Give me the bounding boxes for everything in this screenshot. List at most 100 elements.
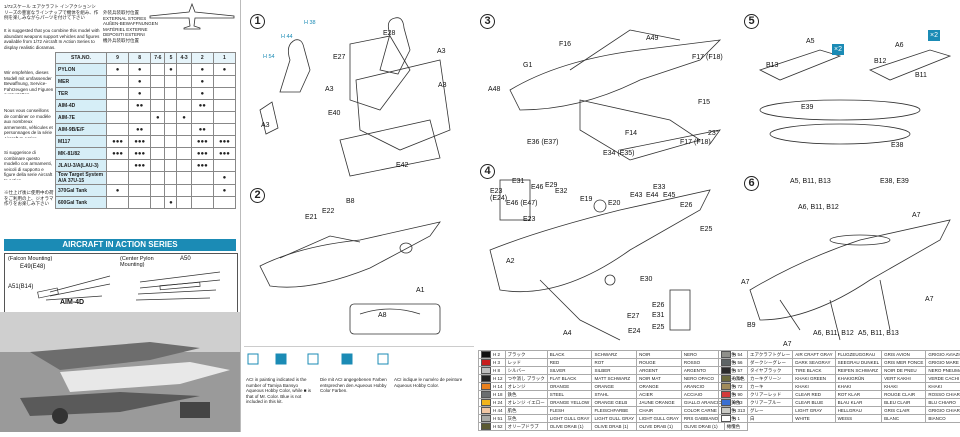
store-cell [165,136,177,148]
paint-code: H 90 [719,391,748,399]
store-cell [191,112,213,124]
paint-jp: グレー [748,407,793,415]
store-cell: ●●● [213,148,235,160]
store-cell [151,88,165,100]
paint-swatch [721,367,731,374]
x2-badge: ×2 [832,44,844,55]
paint-fr: GRIS MER FONCE [882,359,926,367]
paint-it: GRIGIO MARE SCURO [926,359,960,367]
paint-de: WEISS [835,415,882,423]
part-a2: A2 [506,258,515,265]
paint-fr: NOIR [637,351,682,359]
paint-fr: NOIR MAT [637,375,682,383]
note-de: Die mit ACI angegebenen Farben entsprech… [320,377,390,427]
store-cell [151,197,165,209]
paint-code-text: H 51 [493,416,503,421]
part-f17-detail: F17 (F18) [680,139,711,146]
paint-en: TIRE BLACK [793,367,835,375]
store-cell [177,88,191,100]
store-cell: ● [213,185,235,197]
paint-jp: カーキ [748,383,793,391]
stores-table: STA.NO. 9 8 7-6 5 4-3 2 1 PYLON●●●●●MER●… [55,52,236,209]
paint-en: KHAKI GREEN [793,375,835,383]
paint-code: H 8 [479,367,506,375]
paint-fr: NOIR DE PNEU [882,367,926,375]
paint-swatch [721,391,731,398]
sta-column: 2 [191,53,213,64]
store-cell [165,185,177,197]
store-cell [213,160,235,172]
store-cell: ● [129,88,151,100]
paint-code: H 18 [479,391,506,399]
paint-code: H 93 [719,399,748,407]
store-cell [191,197,213,209]
note-fr: ACI indique le numéro de peinture Aqueou… [394,377,464,427]
paint-jp: エアクラフトグレー [748,351,793,359]
part-a6: A6 [895,42,904,49]
stores-table-row: Tow Target System A/A 37U-15● [56,172,236,185]
store-cell [151,124,165,136]
paint-fr: VERT KAKHI [882,375,926,383]
store-cell [129,185,151,197]
paint-en: SILVER [547,367,592,375]
part-b11: B11 [915,72,927,79]
paint-de: SEEGRAU DUNKEL [835,359,882,367]
paint-de: REIFEN SCHWARZ [835,367,882,375]
stores-table-row: M117●●●●●●●●●●●● [56,136,236,148]
paint-code-text: H 24 [493,400,503,405]
paint-en: CLEAR BLUE [793,399,835,407]
part-a5-b11-b13: A5, B11, B13 [790,178,831,185]
store-cell: ● [129,76,151,88]
intro-en: It is suggested that you combine this mo… [4,28,100,50]
part-a3-left: A3 [261,122,270,129]
paint-code-text: H 2 [493,352,500,357]
paint-code-text: H 1 [733,416,740,421]
paint-en: BLACK [547,351,592,359]
paint-code-text: H 44 [493,408,503,413]
part-e28: E28 [383,30,395,37]
note-en: ACI in painting indicated is the number … [246,377,316,427]
paint-it: GRIGIO AVIAZIONE [926,351,960,359]
paint-jp: シルバー [505,367,547,375]
store-name: M117 [56,136,107,148]
store-cell: ●●● [129,136,151,148]
part-e36: E36 (E37) [527,139,559,146]
store-cell: ● [177,112,191,124]
store-cell [151,76,165,88]
paint-jp: ブラック [505,351,547,359]
part-e44: E44 [646,192,658,199]
intro-jp2: ※仕上げ後に使用中の荷をご利用の上、ジオラマ作りをお楽しみ下さい [4,190,54,218]
paint-code-text: H 60 [733,376,743,381]
reference-photo [0,312,240,432]
store-cell: ●●● [191,160,213,172]
paint-fr: GRIS CLAIR [882,407,926,415]
paint-jp: オリーブドラブ [505,423,547,431]
part-e25b: E25 [652,324,664,331]
part-a48: A48 [488,86,500,93]
store-cell [213,100,235,112]
store-cell: ●●● [107,136,129,148]
paint-it: NERO PNEUMATICO [926,367,960,375]
store-cell [177,64,191,76]
part-e42: E42 [396,162,408,169]
paint-it: VERDE CACHI [926,375,960,383]
store-cell [213,88,235,100]
stores-table-row: AIM-4D●●●● [56,100,236,112]
part-a7-3: A7 [925,296,934,303]
part-a7-1: A7 [912,212,921,219]
store-cell: ● [191,88,213,100]
store-cell: ●●● [213,136,235,148]
step-1-diagram [240,0,470,200]
part-f16: F16 [559,41,571,48]
part-a8: A8 [378,312,387,319]
store-cell [165,76,177,88]
stores-header-line: 機外兵装取付位置 [103,38,163,44]
part-e30: E30 [640,276,652,283]
store-cell [151,172,165,185]
store-cell [151,160,165,172]
